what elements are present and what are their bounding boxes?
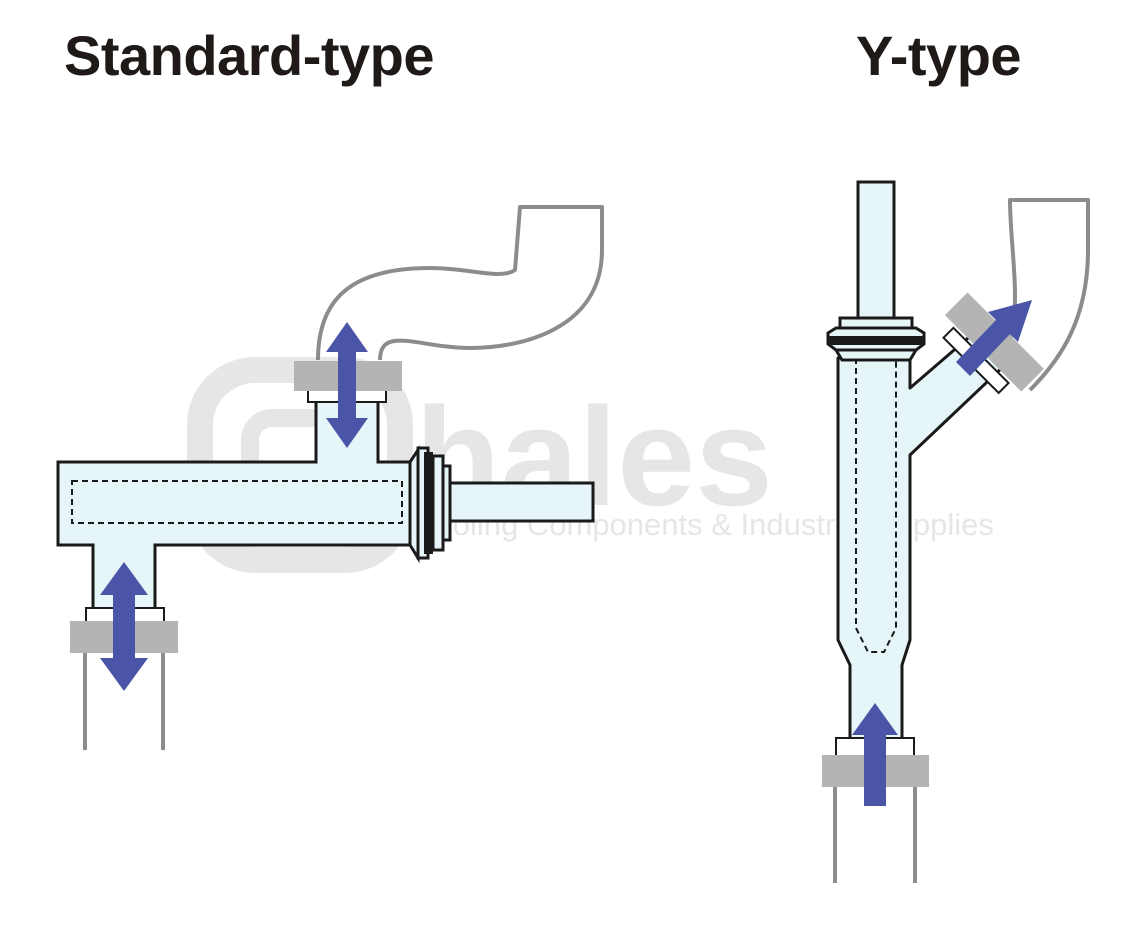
title-y-type: Y-type [856, 24, 1022, 87]
y-seal [826, 316, 926, 362]
standard-inner-bore [71, 480, 403, 524]
standard-type-coupling [56, 205, 604, 750]
y-outlet-arrow-icon [956, 300, 1032, 376]
standard-hose [316, 205, 604, 361]
standard-bottom-double-arrow-icon [100, 562, 148, 691]
standard-rod [448, 481, 595, 523]
title-standard-type: Standard-type [64, 24, 435, 87]
standard-top-double-arrow-icon [326, 322, 368, 448]
y-inlet-arrow-icon [852, 703, 898, 806]
y-top-rod [856, 180, 896, 324]
y-inner-bore [855, 358, 897, 653]
y-type-coupling [822, 180, 1090, 883]
y-body [836, 330, 1007, 742]
standard-seal [408, 445, 452, 564]
